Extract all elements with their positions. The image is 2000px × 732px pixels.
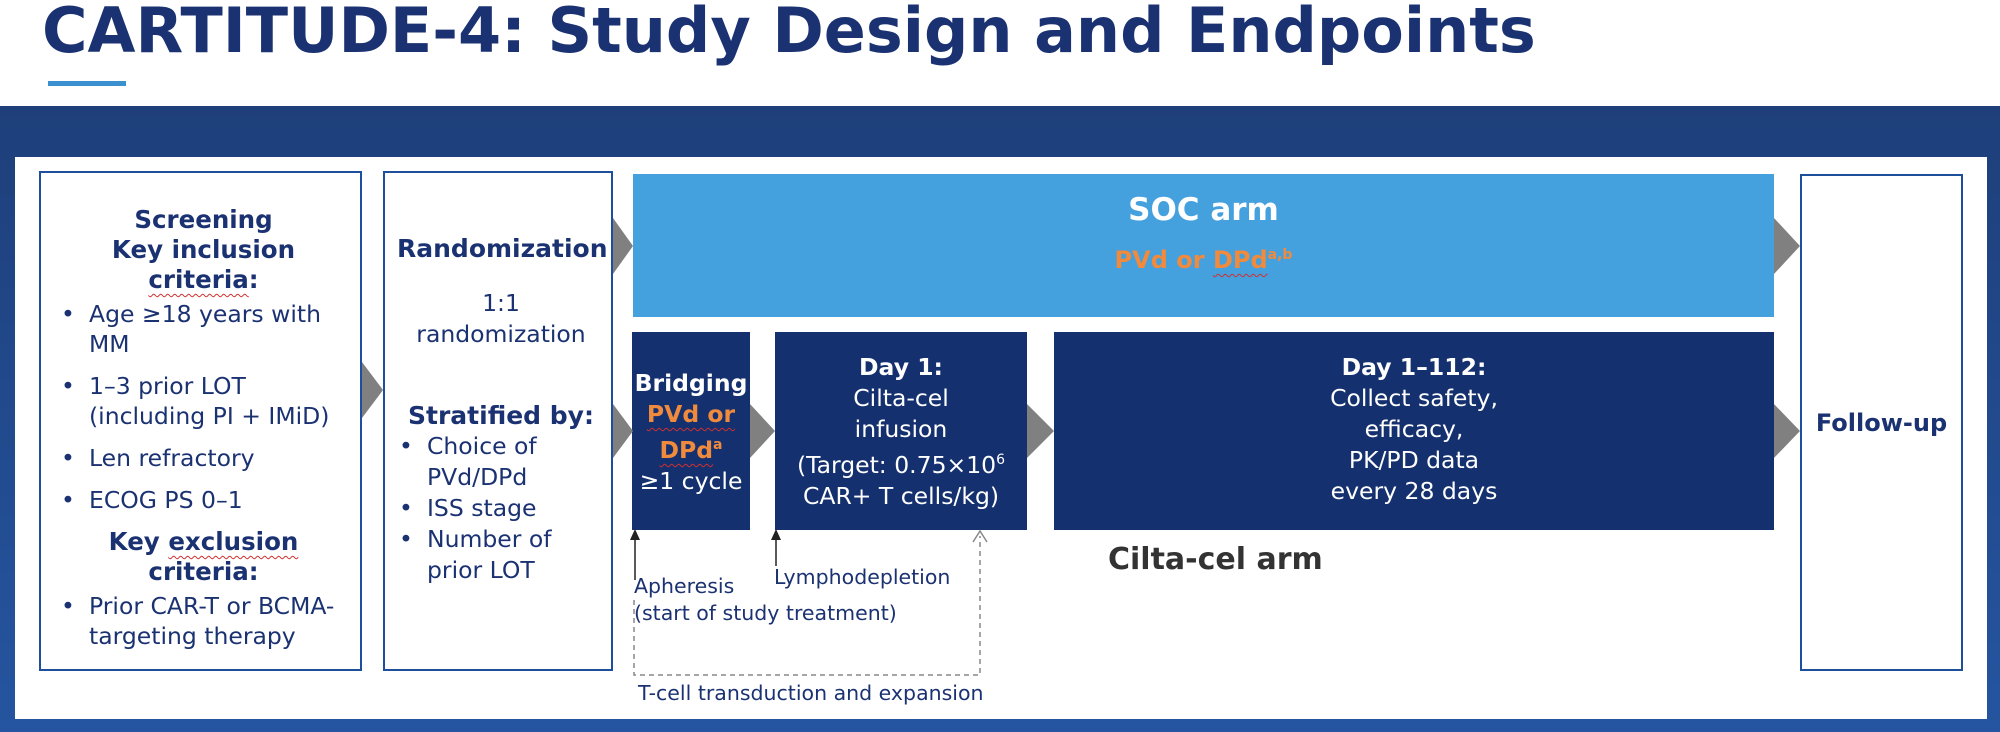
day1-target: (Target: 0.75×106: [796, 450, 1006, 479]
cilta-cel-arm-label: Cilta-cel arm: [1108, 542, 1323, 577]
exclusion-item: Prior CAR-T or BCMA-targeting therapy: [59, 591, 348, 651]
randomization-box: Randomization 1:1 randomization Stratifi…: [383, 171, 613, 671]
day1-line: CAR+ T cells/kg): [802, 481, 1000, 510]
page-title: CARTITUDE-4: Study Design and Endpoints: [42, 0, 1536, 67]
screening-heading: Screening: [134, 205, 273, 234]
day1-line: infusion: [854, 415, 948, 443]
tcell-transduction-label: T-cell transduction and expansion: [638, 681, 984, 705]
randomization-ratio: 1:1 randomization: [416, 289, 586, 348]
bridging-regimen-line2: DPda: [659, 435, 723, 464]
day1-112-box: Day 1–112: Collect safety, efficacy, PK/…: [1054, 332, 1774, 530]
bridging-title: Bridging: [634, 369, 748, 397]
follow-up-label: Follow-up: [1815, 409, 1948, 437]
stratified-item: Number of prior LOT: [397, 524, 605, 586]
day1-112-line: efficacy,: [1364, 415, 1464, 443]
follow-up-box: [1800, 174, 1963, 671]
day1-box: Day 1: Cilta-cel infusion (Target: 0.75×…: [775, 332, 1027, 530]
exclusion-list: Prior CAR-T or BCMA-targeting therapy: [59, 591, 348, 651]
day1-112-line: every 28 days: [1330, 477, 1498, 505]
inclusion-item: 1–3 prior LOT (including PI + IMiD): [59, 371, 348, 431]
apheresis-sublabel: (start of study treatment): [634, 601, 897, 625]
soc-arm-box: [633, 174, 1774, 317]
day1-112-line: Collect safety,: [1330, 384, 1498, 412]
day1-112-line: PK/PD data: [1348, 446, 1480, 474]
stratified-item: Choice of PVd/DPd: [397, 431, 605, 493]
exclusion-heading: Key exclusion criteria:: [108, 527, 299, 586]
day1-line: Cilta-cel: [853, 384, 949, 412]
stratified-item: ISS stage: [397, 493, 605, 524]
lymphodepletion-label: Lymphodepletion: [774, 565, 951, 589]
bridging-cycles: ≥1 cycle: [639, 466, 743, 495]
day1-title: Day 1:: [859, 353, 943, 381]
randomization-heading: Randomization: [397, 234, 608, 263]
stratified-list: Choice of PVd/DPd ISS stage Number of pr…: [397, 431, 605, 586]
bridging-box: Bridging PVd or DPda ≥1 cycle: [632, 332, 750, 530]
inclusion-item: ECOG PS 0–1: [59, 485, 348, 515]
title-underline: [48, 81, 126, 86]
inclusion-item: Age ≥18 years with MM: [59, 299, 348, 359]
inclusion-item: Len refractory: [59, 443, 348, 473]
inclusion-heading: Key inclusion criteria:: [111, 235, 296, 294]
stratified-heading: Stratified by:: [408, 401, 594, 430]
soc-arm-title: SOC arm: [1128, 192, 1279, 228]
apheresis-label: Apheresis: [634, 574, 735, 598]
inclusion-list: Age ≥18 years with MM 1–3 prior LOT (inc…: [59, 299, 348, 515]
bridging-regimen-line1: PVd or: [646, 400, 736, 428]
screening-box: Screening Key inclusion criteria: Age ≥1…: [39, 171, 362, 671]
day1-112-title: Day 1–112:: [1341, 353, 1487, 381]
soc-arm-regimen: PVd or DPda,b: [1114, 246, 1293, 274]
